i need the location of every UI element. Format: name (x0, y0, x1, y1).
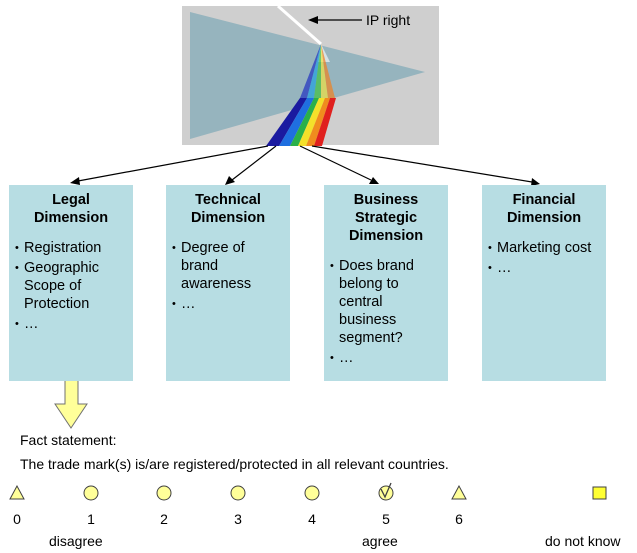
spectrum-band-yellow (298, 98, 325, 146)
bullet-item: Registration (15, 239, 127, 257)
spectrum-band-violet (266, 98, 307, 146)
fact-statement-label: Fact statement: (20, 432, 117, 448)
financial-dimension-bullets: Marketing cost … (488, 239, 600, 277)
scale-number-3: 3 (234, 511, 242, 527)
bullet-item: Does brand belong to central business se… (330, 257, 442, 347)
dimension-arrows (70, 145, 540, 186)
technical-dimension-box: Technical Dimension Degree of brand awar… (166, 185, 290, 381)
bullet-item: … (172, 295, 284, 313)
financial-dimension-box: Financial Dimension Marketing cost … (482, 185, 606, 381)
spectrum-band-orange-inner (321, 44, 335, 98)
scale-number-5: 5 (382, 511, 390, 527)
scale-marker-6[interactable] (451, 484, 467, 500)
spectrum-band-green (290, 98, 319, 146)
scale-number-1: 1 (87, 511, 95, 527)
business-strategic-dimension-bullets: Does brand belong to central business se… (330, 257, 442, 367)
scale-marker-5[interactable] (378, 485, 394, 501)
scale-label-agree: agree (362, 533, 398, 549)
financial-dimension-title: Financial Dimension (506, 192, 582, 226)
incoming-light-beam (277, 4, 322, 46)
scale-number-0: 0 (13, 511, 21, 527)
spectrum-band-orange (306, 98, 330, 146)
dont-know-marker[interactable] (592, 486, 607, 500)
ip-right-label: IP right (366, 12, 411, 28)
legal-dimension-bullets: Registration Geographic Scope of Protect… (15, 239, 127, 333)
spectrum-band-cyan-inner (307, 44, 321, 98)
bullet-item: Geographic Scope of Protection (15, 259, 127, 313)
fact-statement-text: The trade mark(s) is/are registered/prot… (20, 456, 449, 472)
scale-marker-0[interactable] (9, 484, 25, 500)
prism-shape (190, 12, 425, 139)
bullet-item: Marketing cost (488, 239, 600, 257)
rating-scale (9, 482, 607, 501)
bullet-item: … (488, 259, 600, 277)
ip-right-pointer-head (308, 16, 318, 24)
spectrum-band-red (314, 98, 336, 146)
scale-label-disagree: disagree (49, 533, 103, 549)
legal-dimension-box: Legal Dimension Registration Geographic … (9, 185, 133, 381)
bullet-item: Degree of brand awareness (172, 239, 284, 293)
technical-dimension-title: Technical Dimension (190, 192, 266, 226)
scale-label-do-not-know: do not know (545, 533, 621, 549)
checkmark-icon (380, 482, 392, 499)
scale-marker-4[interactable] (304, 485, 320, 501)
spectrum-band-green-inner (314, 44, 321, 98)
scale-marker-1[interactable] (83, 485, 99, 501)
scale-number-2: 2 (160, 511, 168, 527)
spectrum-band-blue (279, 98, 314, 146)
business-strategic-dimension-box: Business Strategic Dimension Does brand … (324, 185, 448, 381)
legal-dimension-title: Legal Dimension (33, 192, 109, 226)
scale-number-4: 4 (308, 511, 316, 527)
scale-number-6: 6 (455, 511, 463, 527)
bullet-item: … (15, 315, 127, 333)
bullet-item: … (330, 349, 442, 367)
scale-marker-2[interactable] (156, 485, 172, 501)
scale-marker-3[interactable] (230, 485, 246, 501)
business-strategic-dimension-title: Business Strategic Dimension (348, 192, 424, 244)
spectrum-band-blue-inner (300, 44, 321, 98)
technical-dimension-bullets: Degree of brand awareness … (172, 239, 284, 313)
